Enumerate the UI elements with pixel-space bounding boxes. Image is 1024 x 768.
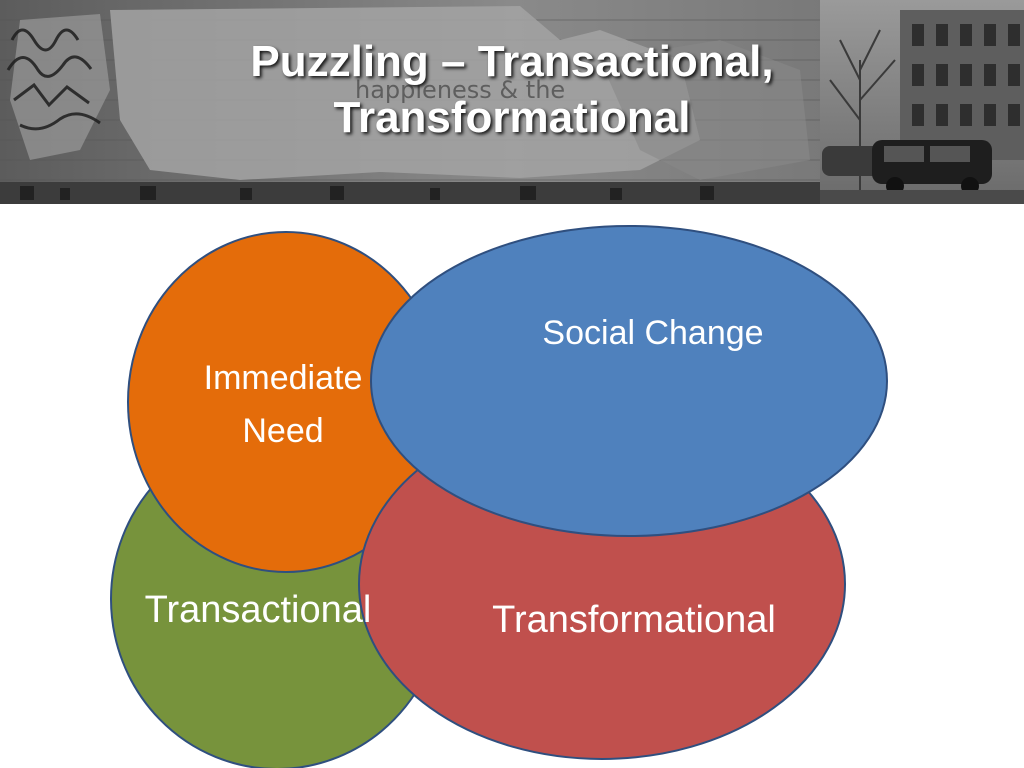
social-change-label: Social Change (542, 314, 763, 352)
slide-title: Puzzling – Transactional, Transformation… (0, 34, 1024, 146)
immediate-need-label-line-1: Immediate (204, 359, 363, 397)
header-banner: happleness & the (0, 0, 1024, 204)
immediate-need-label-line-2: Need (242, 412, 323, 450)
slide-title-line-2: Transformational (333, 93, 691, 142)
transformational-label: Transformational (492, 599, 776, 641)
social-change-circle (370, 225, 888, 537)
transactional-label: Transactional (145, 589, 372, 631)
slide-title-line-1: Puzzling – Transactional, (250, 37, 774, 86)
venn-diagram: Immediate Need Social Change Transaction… (0, 204, 1024, 768)
graffiti-text: happleness & the (355, 76, 565, 104)
street-photo-background: happleness & the (0, 0, 1024, 204)
